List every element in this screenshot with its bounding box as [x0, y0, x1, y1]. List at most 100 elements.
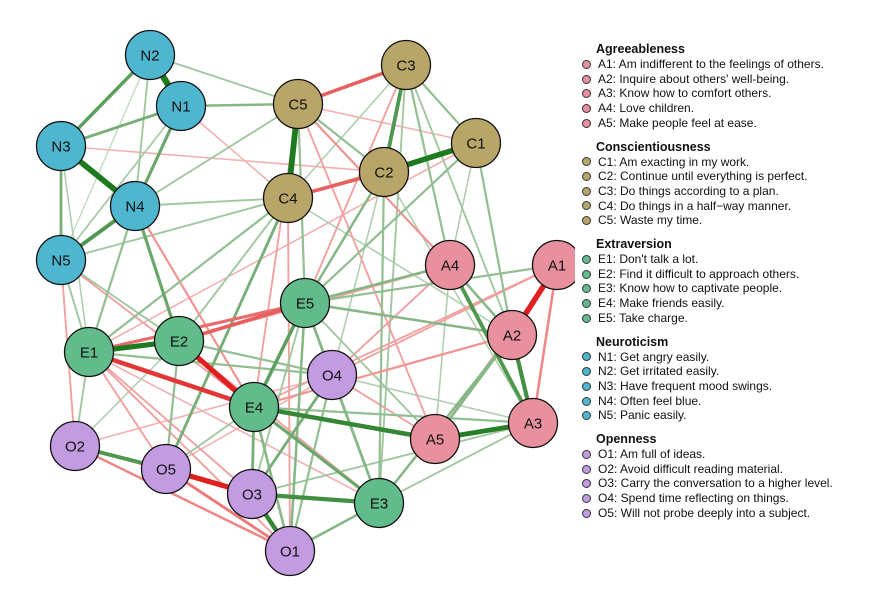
edge-n2-n5: [60, 54, 151, 261]
legend-swatch: [582, 298, 591, 308]
node-label: N1: [171, 99, 190, 116]
legend-item-c2: C2: Continue until everything is perfect…: [582, 169, 882, 184]
legend-item-text: A2: Inquire about others' well-being.: [598, 71, 790, 86]
node-circle: [153, 315, 205, 367]
node-o5: O5: [140, 443, 192, 495]
edge-e1-e3: [88, 351, 380, 504]
legend-item-e4: E4: Make friends easily.: [582, 296, 882, 311]
node-label: O1: [280, 544, 300, 561]
legend-item-e5: E5: Take charge.: [582, 311, 882, 326]
edge-n3-c2: [60, 145, 385, 173]
node-e1: E1: [63, 326, 115, 378]
legend-swatch: [582, 74, 591, 84]
node-c4: C4: [262, 172, 314, 224]
node-o3: O3: [226, 468, 278, 520]
legend-swatch: [582, 103, 591, 113]
legend-swatch: [582, 284, 591, 294]
edge-a1-a3: [531, 263, 559, 425]
legend-swatch: [582, 118, 591, 128]
legend-item-text: A3: Know how to comfort others.: [598, 86, 772, 101]
legend-swatch: [582, 352, 591, 362]
node-a1: A1: [531, 239, 575, 291]
node-label: C3: [396, 58, 415, 75]
legend-item-text: E3: Know how to captivate people.: [598, 281, 783, 296]
node-circle: [531, 239, 575, 291]
edge-o4-o1: [288, 373, 334, 553]
node-label: N3: [51, 139, 70, 156]
legend-swatch: [582, 464, 591, 474]
legend-item-text: A1: Am indifferent to the feelings of ot…: [598, 57, 824, 71]
node-c1: C1: [450, 117, 502, 169]
node-label: A2: [503, 328, 521, 345]
edge-e4-e3: [252, 405, 381, 505]
legend-item-n4: N4: Often feel blue.: [582, 394, 882, 409]
node-circle: [63, 326, 115, 378]
node-circle: [358, 146, 410, 198]
legend-swatch: [582, 381, 591, 391]
edge-n4-c4: [134, 197, 289, 207]
legend-item-text: C4: Do things in a half−way manner.: [598, 198, 792, 213]
legend-item-text: C3: Do things according to a plan.: [598, 183, 779, 198]
legend-item-a2: A2: Inquire about others' well-being.: [582, 72, 882, 87]
node-label: O3: [242, 487, 262, 504]
node-circle: [262, 172, 314, 224]
node-e2: E2: [153, 315, 205, 367]
node-circle: [486, 309, 538, 361]
legend-item-text: N4: Often feel blue.: [598, 393, 702, 408]
node-label: E5: [296, 296, 314, 313]
node-n4: N4: [109, 180, 161, 232]
node-label: C1: [466, 136, 485, 153]
legend-item-n5: N5: Panic easily.: [582, 408, 882, 423]
legend-item-text: E1: Don't talk a lot.: [598, 252, 699, 267]
edge-a3-o3: [251, 422, 534, 495]
legend-item-text: O3: Carry the conversation to a higher l…: [598, 476, 833, 491]
legend-item-text: E2: Find it difficult to approach others…: [598, 266, 800, 281]
legend-item-o5: O5: Will not probe deeply into a subject…: [582, 506, 882, 521]
node-label: A3: [524, 416, 542, 433]
legend-swatch: [582, 411, 591, 421]
node-c2: C2: [358, 146, 410, 198]
edge-a1-o4: [331, 264, 558, 376]
edge-o4-a3: [331, 374, 534, 424]
edge-e5-o3: [251, 302, 306, 495]
legend-item-text: O5: Will not probe deeply into a subject…: [598, 505, 811, 520]
node-label: O2: [65, 439, 85, 456]
node-circle: [49, 420, 101, 472]
legend-group-title: Conscientiousness: [596, 139, 711, 154]
legend-item-text: O4: Spend time reflecting on things.: [598, 491, 789, 506]
legend-item-e3: E3: Know how to captivate people.: [582, 281, 882, 296]
legend-swatch: [582, 508, 591, 518]
edge-c4-o1: [287, 197, 291, 552]
legend-group-title: Extraversion: [596, 237, 672, 252]
node-label: N5: [51, 253, 70, 270]
edge-n2-n4: [134, 54, 151, 207]
node-label: C2: [374, 165, 393, 182]
edge-a1-e5: [303, 263, 559, 305]
node-circle: [35, 120, 87, 172]
legend-group-title: Agreeableness: [596, 42, 685, 56]
legend-swatch: [582, 396, 591, 406]
edge-a2-e5: [303, 301, 514, 337]
legend-swatch: [582, 172, 591, 182]
legend-item-text: O2: Avoid difficult reading material.: [598, 461, 783, 476]
legend-swatch: [582, 201, 591, 211]
edge-n5-c4: [60, 197, 289, 261]
edge-c1-e1: [88, 142, 477, 353]
legend-item-a5: A5: Make people feel at ease.: [582, 116, 882, 131]
legend-swatch: [582, 157, 591, 167]
edge-e4-a5: [251, 404, 438, 442]
edge-e1-e4: [86, 349, 257, 410]
legend-item-text: C5: Waste my time.: [598, 213, 703, 228]
node-o1: O1: [264, 525, 316, 577]
node-circle: [35, 234, 87, 286]
node-circle: [155, 80, 207, 132]
legend-swatch: [582, 449, 591, 459]
node-circle: [380, 39, 432, 91]
legend-item-c1: C1: Am exacting in my work.: [582, 155, 882, 170]
edge-c3-c4: [287, 64, 407, 199]
legend-item-o1: O1: Am full of ideas.: [582, 447, 882, 462]
legend-item-text: N1: Get angry easily.: [598, 349, 710, 364]
